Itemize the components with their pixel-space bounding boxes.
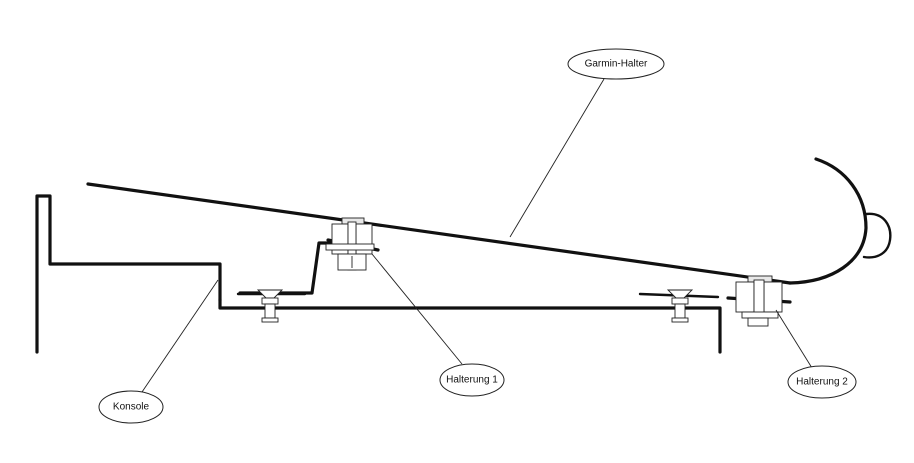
screw-right	[638, 289, 720, 323]
label-konsole: Konsole	[113, 402, 150, 413]
label-halterung-1: Halterung 1	[446, 375, 498, 386]
label-halterung-2: Halterung 2	[796, 377, 848, 388]
garmin-halter-plate	[86, 157, 892, 285]
halterung-2-hardware	[726, 275, 792, 327]
callout-halterung-1: Halterung 1	[439, 363, 505, 397]
label-garmin-halter: Garmin-Halter	[585, 59, 648, 70]
callout-konsole: Konsole	[98, 390, 164, 424]
konsole-profile	[35, 194, 722, 354]
callout-halterung-2: Halterung 2	[787, 365, 857, 399]
screw-left	[236, 289, 307, 323]
halterung-1-hardware	[325, 217, 380, 271]
callout-garmin-halter: Garmin-Halter	[567, 48, 665, 80]
leader-lines	[141, 78, 813, 393]
